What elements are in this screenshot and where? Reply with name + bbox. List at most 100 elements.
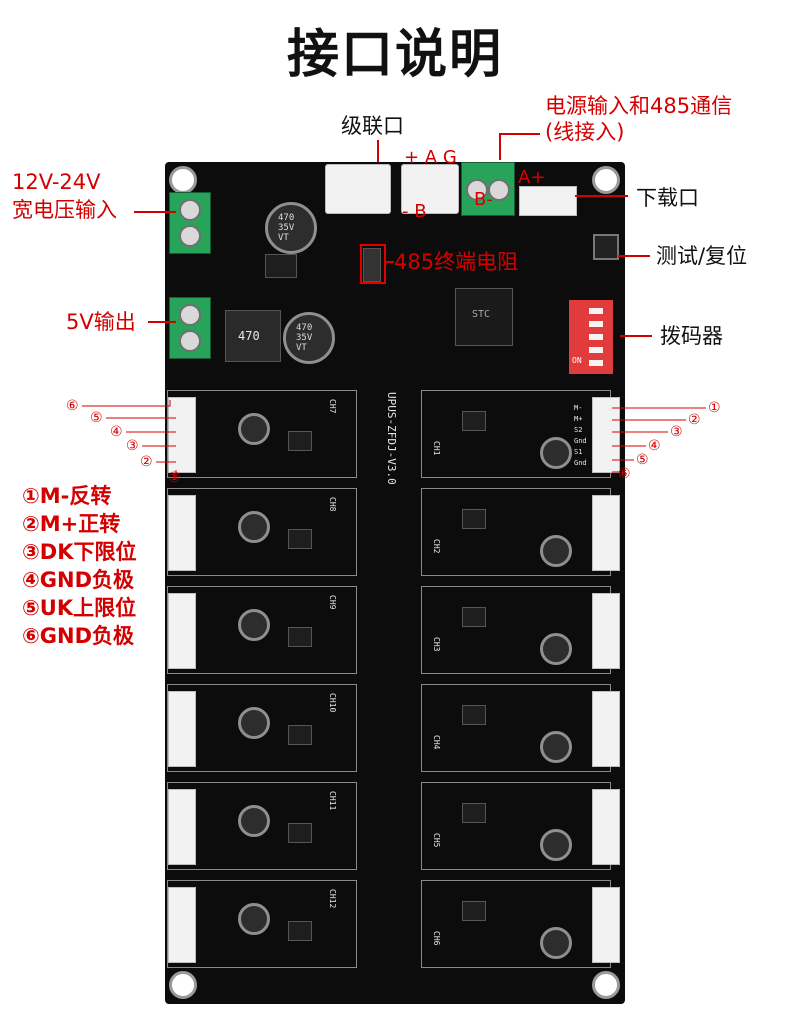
- channel-module-right: CH3: [421, 586, 620, 674]
- mcu-brand: STC: [472, 309, 491, 320]
- right-pin-1: ①: [708, 400, 721, 416]
- download-port-label: 下载口: [636, 186, 699, 210]
- dip-on-label: ON: [572, 356, 582, 365]
- channel-label: CH1: [432, 441, 441, 456]
- channel-label: CH8: [328, 497, 337, 512]
- driver-chip: [462, 901, 486, 921]
- motor-connector: [168, 397, 196, 473]
- 5v-output-terminal: [169, 297, 211, 359]
- left-pin-3: ③: [126, 438, 139, 454]
- capacitor: [540, 829, 572, 861]
- power-inductor: 470: [225, 310, 281, 362]
- motor-connector: [168, 593, 196, 669]
- power-input-line2: 宽电压输入: [12, 198, 117, 222]
- driver-chip: [288, 921, 312, 941]
- left-pin-1: ①: [168, 470, 181, 486]
- driver-chip: [462, 803, 486, 823]
- capacitor: [238, 413, 270, 445]
- cascade-port-label: 级联口: [341, 114, 404, 138]
- motor-connector: [592, 789, 620, 865]
- b-minus-label: B-: [474, 189, 493, 210]
- legend-item-6: ⑥GND负极: [22, 624, 135, 648]
- cap-voltage: 35V: [296, 333, 313, 343]
- channel-label: CH5: [432, 833, 441, 848]
- cascade-connector-1: [325, 164, 391, 214]
- right-pin-3: ③: [670, 424, 683, 440]
- inductor-label: 470: [238, 329, 260, 343]
- right-pin-4: ④: [648, 438, 661, 454]
- cap-series: VT: [278, 233, 289, 243]
- mounting-hole-bottom-left: [169, 971, 197, 999]
- channel-label: CH12: [328, 889, 337, 909]
- a-plus-label: A+: [518, 167, 546, 188]
- pin-label: S1: [574, 448, 583, 456]
- capacitor: [540, 535, 572, 567]
- download-port-connector: [519, 186, 577, 216]
- pin-label-column: M- M+ S2 Gnd S1 Gnd: [574, 403, 587, 469]
- driver-chip: [462, 509, 486, 529]
- power-485-label: 电源输入和485通信: [545, 94, 733, 118]
- motor-connector: [168, 691, 196, 767]
- capacitor: [238, 511, 270, 543]
- driver-chip: [462, 705, 486, 725]
- screw-icon: [179, 304, 201, 326]
- mounting-hole-top-right: [592, 166, 620, 194]
- capacitor: [540, 731, 572, 763]
- motor-connector: [168, 495, 196, 571]
- cap-series: VT: [296, 343, 307, 353]
- pin-label: M-: [574, 404, 583, 412]
- left-pin-4: ④: [110, 424, 123, 440]
- dip-lever: [589, 308, 603, 314]
- capacitor: [540, 927, 572, 959]
- driver-chip: [288, 529, 312, 549]
- driver-chip: [288, 431, 312, 451]
- terminal-resistor-label: 485终端电阻: [394, 250, 519, 274]
- channel-module-right: CH4: [421, 684, 620, 772]
- pin-label: Gnd: [574, 437, 587, 445]
- motor-connector: [592, 691, 620, 767]
- channel-module-left: CH12: [167, 880, 357, 968]
- driver-chip: [462, 607, 486, 627]
- channel-module-right: CH5: [421, 782, 620, 870]
- screw-icon: [488, 179, 510, 201]
- channel-module-left: CH11: [167, 782, 357, 870]
- mounting-hole-bottom-right: [592, 971, 620, 999]
- capacitor: [238, 609, 270, 641]
- termination-jumper: [363, 248, 381, 282]
- channel-module-left: CH9: [167, 586, 357, 674]
- power-485-sub-label: (线接入): [545, 120, 625, 144]
- screw-icon: [179, 330, 201, 352]
- minus-b-label: - B: [402, 201, 427, 222]
- power-input-line1: 12V-24V: [12, 170, 101, 194]
- right-pin-5: ⑤: [636, 452, 649, 468]
- cap-value: 470: [296, 323, 313, 333]
- capacitor: [238, 707, 270, 739]
- electrolytic-capacitor: 470 35V VT: [265, 202, 317, 254]
- pcb-board: 470 35V VT 470 470 35V VT STC ON: [165, 162, 625, 1004]
- driver-chip: [288, 627, 312, 647]
- left-pin-2: ②: [140, 454, 153, 470]
- left-pin-6: ⑥: [66, 398, 79, 414]
- board-version: UPUS-ZFDJ-V3.0: [385, 392, 398, 485]
- reset-button: [593, 234, 619, 260]
- motor-connector: [592, 495, 620, 571]
- driver-chip: [288, 823, 312, 843]
- right-pin-2: ②: [688, 412, 701, 428]
- cap-voltage: 35V: [278, 223, 295, 233]
- screw-icon: [179, 225, 201, 247]
- capacitor: [238, 805, 270, 837]
- power485-callout-line: [499, 133, 540, 160]
- motor-connector: [168, 887, 196, 963]
- motor-connector: [592, 593, 620, 669]
- power-input-label: 12V-24V 宽电压输入: [12, 170, 117, 222]
- rs485-terminal: [461, 162, 515, 216]
- channel-module-right: CH6: [421, 880, 620, 968]
- left-pin-line-6: [82, 400, 171, 407]
- channel-label: CH2: [432, 539, 441, 554]
- channel-label: CH3: [432, 637, 441, 652]
- test-reset-label: 测试/复位: [656, 244, 748, 268]
- capacitor: [540, 633, 572, 665]
- pin-label: S2: [574, 426, 583, 434]
- dip-lever: [589, 321, 603, 327]
- driver-chip: [288, 725, 312, 745]
